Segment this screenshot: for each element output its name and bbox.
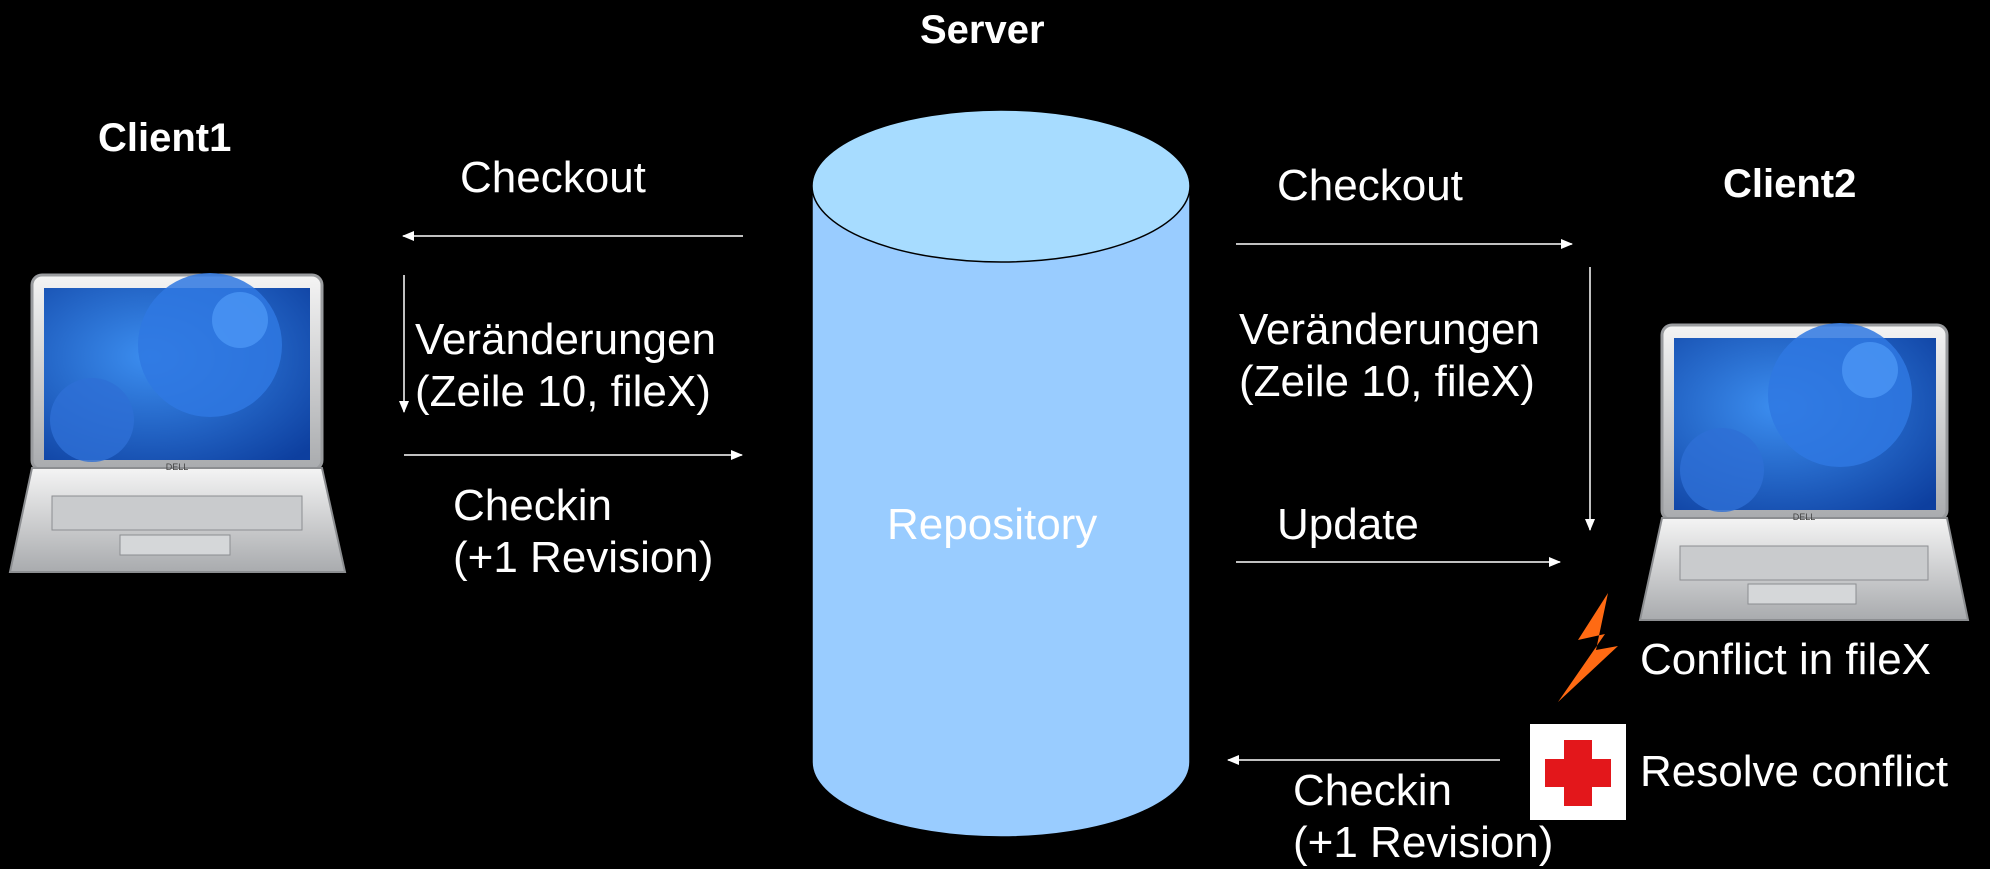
client1-changes-line2: (Zeile 10, fileX): [415, 367, 711, 416]
repository-cylinder-icon: [811, 109, 1191, 838]
lightning-icon: [1558, 593, 1618, 702]
client2-checkin-line2: (+1 Revision): [1293, 818, 1554, 867]
client2-changes-line1: Veränderungen: [1239, 305, 1540, 354]
client2-checkin-line1: Checkin: [1293, 766, 1452, 815]
client1-checkout-label: Checkout: [460, 153, 646, 202]
laptop-icon-client1: DELL: [8, 273, 347, 573]
repository-label: Repository: [887, 500, 1098, 549]
client1-checkin-line2: (+1 Revision): [453, 533, 714, 582]
client2-title: Client2: [1723, 162, 1857, 206]
laptop-icon-client2: DELL: [1638, 323, 1970, 621]
laptop-brand-label: DELL: [1793, 512, 1816, 522]
resolve-conflict-label: Resolve conflict: [1640, 747, 1949, 796]
client1-changes-line1: Veränderungen: [415, 315, 716, 364]
client2-checkout-label: Checkout: [1277, 161, 1463, 210]
client2-update-label: Update: [1277, 500, 1419, 549]
laptop-brand-label: DELL: [166, 462, 189, 472]
server-title: Server: [920, 8, 1045, 52]
client2-changes-line2: (Zeile 10, fileX): [1239, 357, 1535, 406]
conflict-label: Conflict in fileX: [1640, 635, 1932, 684]
client1-title: Client1: [98, 116, 232, 160]
client1-checkin-line1: Checkin: [453, 481, 612, 530]
first-aid-cross-icon: [1530, 724, 1626, 820]
